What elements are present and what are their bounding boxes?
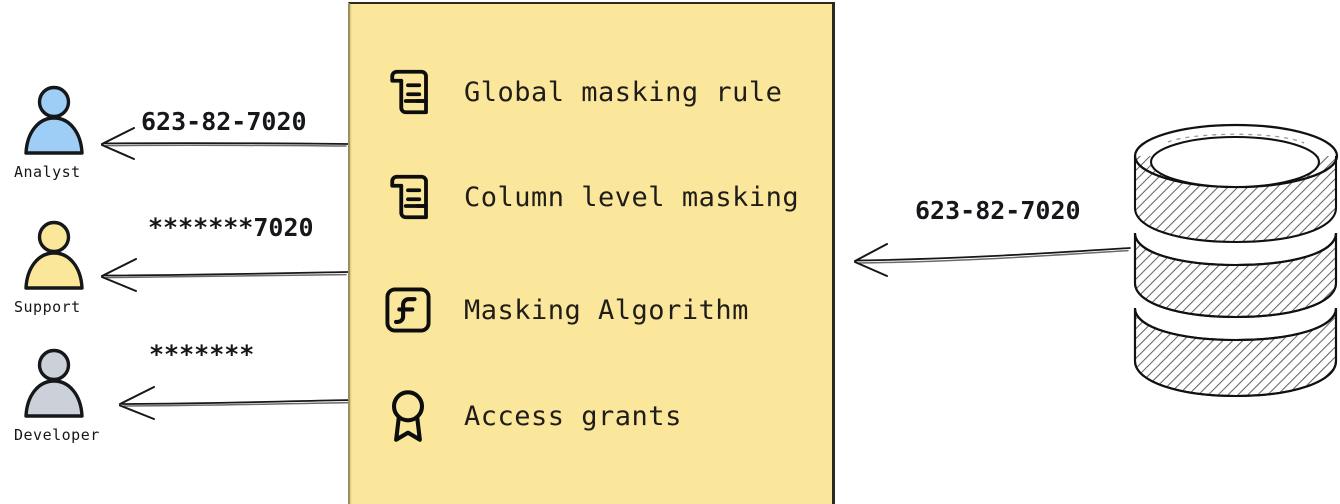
actor-label-analyst: Analyst bbox=[14, 163, 81, 181]
person-icon-analyst bbox=[18, 85, 90, 161]
policy-item-label: Global masking rule bbox=[464, 76, 783, 108]
arrow-label-to-support: *******7020 bbox=[148, 213, 314, 242]
arrow-to-support bbox=[90, 250, 349, 292]
arrow-label-from-database: 623-82-7020 bbox=[915, 196, 1081, 225]
policy-panel: Global masking rule Column level masking bbox=[348, 2, 835, 504]
actor-label-support: Support bbox=[14, 298, 81, 316]
person-icon-support bbox=[18, 220, 90, 296]
scroll-document-icon bbox=[380, 64, 436, 120]
policy-item-masking-algorithm[interactable]: Masking Algorithm bbox=[380, 282, 830, 338]
award-ribbon-icon bbox=[380, 388, 436, 444]
arrow-label-to-analyst: 623-82-7020 bbox=[141, 107, 307, 136]
policy-item-column-level-masking[interactable]: Column level masking bbox=[380, 169, 830, 225]
arrow-to-developer bbox=[108, 378, 351, 420]
actor-analyst: Analyst bbox=[12, 85, 132, 181]
function-box-icon bbox=[380, 282, 436, 338]
arrow-to-analyst bbox=[90, 118, 349, 160]
policy-item-label: Column level masking bbox=[464, 181, 800, 213]
scroll-document-icon bbox=[380, 169, 436, 225]
arrow-from-database bbox=[845, 238, 1131, 278]
actor-support: Support bbox=[12, 220, 132, 316]
database-icon bbox=[1128, 118, 1340, 403]
arrow-label-to-developer: ******* bbox=[149, 340, 255, 369]
policy-item-access-grants[interactable]: Access grants bbox=[380, 388, 830, 444]
policy-item-label: Masking Algorithm bbox=[464, 294, 749, 326]
person-icon-developer bbox=[18, 348, 90, 424]
policy-item-global-masking-rule[interactable]: Global masking rule bbox=[380, 64, 830, 120]
actor-label-developer: Developer bbox=[14, 426, 100, 444]
actor-developer: Developer bbox=[12, 348, 132, 444]
policy-item-label: Access grants bbox=[464, 400, 682, 432]
